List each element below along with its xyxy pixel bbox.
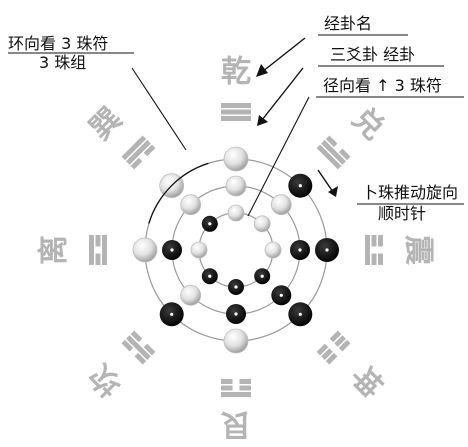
yin-line-right-2-2 — [371, 253, 377, 265]
yang-line-left-3 — [89, 235, 94, 265]
yin-line-left-2-1 — [95, 253, 101, 265]
hexagram-name-arrowhead — [256, 64, 268, 77]
trigram-symbol-top — [221, 103, 251, 121]
beads — [132, 146, 339, 354]
yin-line-top-left-1-1 — [130, 157, 143, 170]
bead-hole-bottom-ring1 — [234, 285, 238, 289]
bead-hole-bottom-right-ring2 — [279, 293, 283, 297]
yin-line-top-left-1-2 — [143, 144, 156, 157]
bead-group-label: 3 珠组 — [39, 53, 87, 72]
yin-line-bottom-right-1-1 — [329, 330, 342, 343]
rotation-arrowhead — [328, 186, 338, 197]
trigram-name-top-left: 巽 — [83, 101, 129, 147]
yang-line-top-left-3 — [121, 135, 147, 161]
trigram-name-left: 离 — [37, 235, 72, 265]
white-bead-bottom-left-ring2 — [180, 284, 202, 306]
white-bead-bottom-ring3 — [223, 328, 249, 354]
bead-hole-bottom-ring2 — [234, 312, 238, 316]
white-bead-top-right-ring1 — [253, 215, 271, 233]
trigram-symbol-left — [89, 235, 107, 265]
yin-line-right-3-2 — [378, 253, 383, 265]
trigram-symbol-right — [365, 235, 383, 265]
bead-hole-top-left-ring1 — [208, 222, 212, 226]
circle-view-arc — [148, 162, 209, 224]
bead-hole-bottom-left-ring3 — [170, 312, 174, 316]
yin-line-bottom-left-3-1 — [134, 352, 147, 365]
white-bead-top-ring2 — [225, 175, 247, 197]
trigram-name-bottom: 艮 — [220, 407, 251, 442]
yin-line-top-right-3-2 — [338, 148, 351, 161]
arrowheads — [256, 64, 338, 197]
trigram-arrow — [261, 67, 304, 121]
trigram-symbol-top-right — [316, 135, 351, 170]
rotation-arrow — [317, 169, 334, 193]
yang-line-top-1 — [221, 116, 251, 121]
white-bead-top-ring1 — [227, 204, 245, 222]
yin-line-right-3-1 — [378, 235, 383, 247]
hexagram-name-arrow — [261, 37, 306, 73]
yin-line-bottom-2-2 — [221, 385, 233, 391]
yin-line-bottom-left-1-1 — [143, 343, 156, 356]
yin-line-bottom-right-2-1 — [334, 335, 346, 347]
yin-line-left-2-2 — [95, 235, 101, 247]
circle-view-label: 环向看 3 珠符 — [8, 34, 109, 53]
bead-hole-top-right-ring3 — [298, 184, 302, 188]
yin-line-bottom-left-1-2 — [130, 330, 143, 343]
white-bead-left-ring1 — [190, 241, 208, 259]
yang-line-top-2 — [221, 109, 251, 115]
trigram-symbols — [89, 103, 383, 397]
yin-line-bottom-1-2 — [221, 379, 233, 384]
clockwise-label: 顺时针 — [378, 204, 427, 223]
trigram-name-top: 乾 — [221, 55, 251, 90]
yin-line-bottom-1-1 — [239, 379, 251, 384]
trigram-symbol-bottom-right — [316, 330, 351, 365]
yin-line-bottom-left-3-2 — [121, 339, 134, 352]
trigram-name-top-right: 兑 — [345, 101, 391, 147]
radial-view-leader — [247, 96, 310, 217]
trigram-symbol-bottom-left — [121, 330, 156, 365]
white-bead-top-left-ring2 — [180, 194, 202, 216]
yang-line-top-right-1 — [316, 144, 342, 170]
yang-line-left-1 — [102, 235, 107, 265]
yang-line-bottom-left-2 — [126, 335, 151, 360]
yin-line-right-2-1 — [371, 235, 377, 247]
rotation-label: 卜珠推动旋向 — [362, 183, 459, 202]
trigram-symbol-bottom — [221, 379, 251, 397]
yang-line-top-3 — [221, 103, 251, 108]
white-bead-top-right-ring2 — [270, 194, 292, 216]
white-bead-right-ring1 — [264, 241, 282, 259]
trigram-name-bottom-left: 坎 — [83, 357, 129, 403]
yang-line-bottom-3 — [221, 392, 251, 397]
white-bead-left-ring3 — [132, 237, 158, 263]
trigram-name-right: 震 — [401, 235, 436, 266]
yin-line-bottom-2-1 — [239, 385, 251, 391]
bead-hole-bottom-right-ring3 — [298, 312, 302, 316]
bead-hole-right-ring2 — [298, 248, 302, 252]
radial-view-label: 径向看 ↑ 3 珠符 — [323, 76, 442, 95]
hexagram-name-label: 经卦名 — [324, 14, 373, 33]
bead-hole-bottom-left-ring1 — [208, 274, 212, 278]
bead-hole-left-ring2 — [170, 248, 174, 252]
circle-view-leader — [131, 67, 187, 151]
bead-hole-right-ring3 — [325, 248, 329, 252]
trigram-name-bottom-right: 坤 — [343, 357, 389, 403]
yang-line-top-right-2 — [321, 140, 346, 165]
yin-line-bottom-right-1-2 — [316, 343, 329, 356]
bead-hole-bottom-right-ring1 — [260, 274, 264, 278]
trigram-symbol-top-left — [121, 135, 156, 170]
trigram-arrowhead — [257, 115, 268, 126]
annotation-lines — [8, 34, 464, 224]
yin-line-bottom-right-3-1 — [338, 339, 351, 352]
white-bead-top-ring3 — [223, 146, 249, 172]
trigram-label: 三爻卦 经卦 — [330, 45, 416, 64]
yang-line-right-1 — [365, 235, 370, 265]
yin-line-bottom-right-3-2 — [325, 352, 338, 365]
yin-line-bottom-right-2-2 — [321, 348, 333, 360]
yang-line-top-left-2 — [126, 140, 151, 165]
yin-line-top-right-3-1 — [325, 135, 338, 148]
